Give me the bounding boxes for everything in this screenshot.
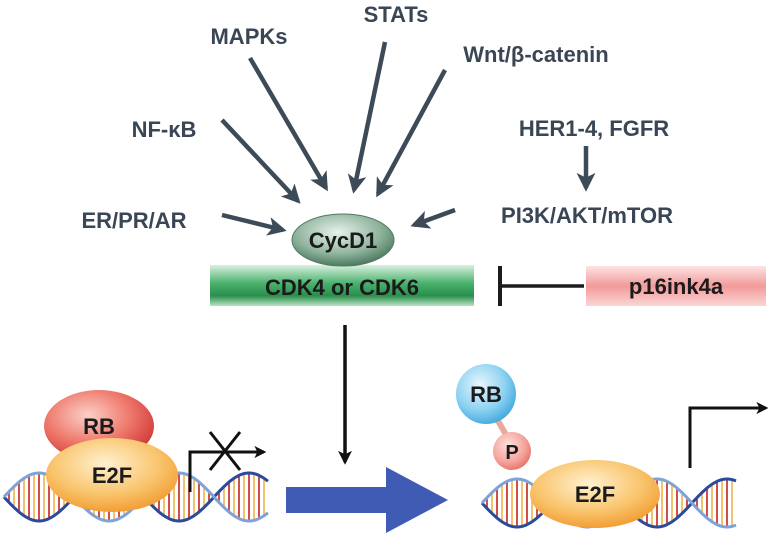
p16-box [586,266,766,306]
blocked-transcription-arrow [188,431,267,492]
rb-label-right: RB [470,382,502,407]
label-pi3k: PI3K/AKT/mTOR [501,203,673,228]
label-stats: STATs [364,2,429,27]
arrow-er [221,212,287,236]
upstream-arrows [220,41,596,236]
rb-circle-right [456,364,516,424]
arrow-wnt [376,68,447,198]
e2f-label-right: E2F [575,482,615,507]
cdk-bar [210,265,474,306]
p16-label: p16ink4a [629,274,724,299]
e2f-oval-left [46,438,178,512]
right-state: RB P E2F [456,364,660,528]
label-mapks: MAPKs [210,24,287,49]
cdk-label: CDK4 or CDK6 [265,275,419,300]
arrow-stats [347,41,388,194]
phosphate-label: P [505,442,518,464]
left-rb-e2f-complex: RB E2F [44,390,178,512]
block-x-2 [208,431,242,471]
block-arrow [286,467,448,533]
label-er: ER/PR/AR [81,208,186,233]
active-transcription-arrow [688,402,769,468]
arrow-nfkb [220,118,301,204]
label-wnt: Wnt/β-catenin [463,42,608,67]
cycd1-oval [291,213,395,267]
label-nfkb: NF-κB [132,117,197,142]
label-her: HER1-4, FGFR [519,116,669,141]
arrow-pi3k [410,207,456,229]
cycd1-label: CycD1 [309,228,377,253]
phosphate-circle [493,432,531,470]
rb-label-left: RB [83,414,115,439]
arrow-mapks [248,56,328,192]
e2f-label-left: E2F [92,463,132,488]
e2f-oval-right [530,460,660,528]
